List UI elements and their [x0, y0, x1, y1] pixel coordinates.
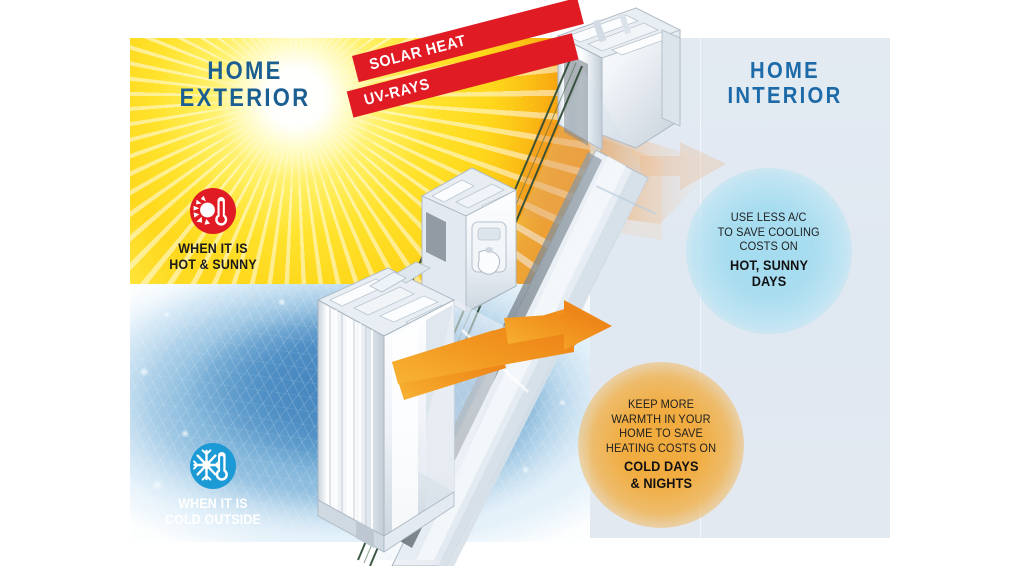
home-interior-label: HOME INTERIOR — [701, 58, 868, 108]
cooling-line-3: COSTS ON — [739, 240, 799, 254]
cooling-body-text: USE LESS A/C TO SAVE COOLING COSTS ON — [718, 211, 820, 255]
cooling-emphasis-text: HOT, SUNNY DAYS — [730, 258, 808, 291]
cooling-line-2: TO SAVE COOLING — [717, 225, 821, 239]
heating-emphasis-2: & NIGHTS — [630, 475, 692, 491]
home-exterior-label: HOME EXTERIOR — [166, 58, 324, 112]
home-interior-label-line1: HOME — [750, 57, 820, 83]
condition-cold-caption-line1: WHEN IT IS — [178, 496, 248, 511]
heating-line-2: WARMTH IN YOUR — [611, 412, 711, 426]
snowflake-thermometer-icon — [190, 443, 236, 489]
condition-hot-caption-line1: WHEN IT IS — [178, 241, 248, 256]
condition-hot-sunny: WHEN IT IS HOT & SUNNY — [128, 188, 298, 273]
sun-thermometer-icon — [190, 188, 236, 234]
cooling-emphasis-2: DAYS — [751, 274, 787, 290]
heating-line-4: HEATING COSTS ON — [605, 441, 717, 455]
condition-hot-caption-line2: HOT & SUNNY — [169, 256, 257, 272]
condition-hot-caption: WHEN IT IS HOT & SUNNY — [135, 241, 291, 273]
heating-line-1: KEEP MORE — [627, 397, 695, 411]
heating-emphasis-text: COLD DAYS & NIGHTS — [624, 459, 699, 492]
heating-body-text: KEEP MORE WARMTH IN YOUR HOME TO SAVE HE… — [606, 398, 716, 456]
heating-emphasis-1: COLD DAYS — [623, 459, 699, 475]
condition-cold-caption: WHEN IT IS COLD OUTSIDE — [135, 496, 291, 528]
home-interior-label-line2: INTERIOR — [727, 81, 843, 108]
benefit-bubble-cooling: USE LESS A/C TO SAVE COOLING COSTS ON HO… — [686, 168, 852, 334]
benefit-bubble-heating: KEEP MORE WARMTH IN YOUR HOME TO SAVE HE… — [578, 362, 744, 528]
condition-cold-outside: WHEN IT IS COLD OUTSIDE — [128, 443, 298, 528]
home-exterior-label-line1: HOME — [207, 57, 283, 85]
heating-line-3: HOME TO SAVE — [619, 427, 703, 441]
condition-cold-caption-line2: COLD OUTSIDE — [164, 511, 262, 527]
cooling-line-1: USE LESS A/C — [731, 211, 807, 225]
home-exterior-label-line2: EXTERIOR — [179, 84, 311, 112]
cooling-emphasis-1: HOT, SUNNY — [729, 258, 808, 274]
